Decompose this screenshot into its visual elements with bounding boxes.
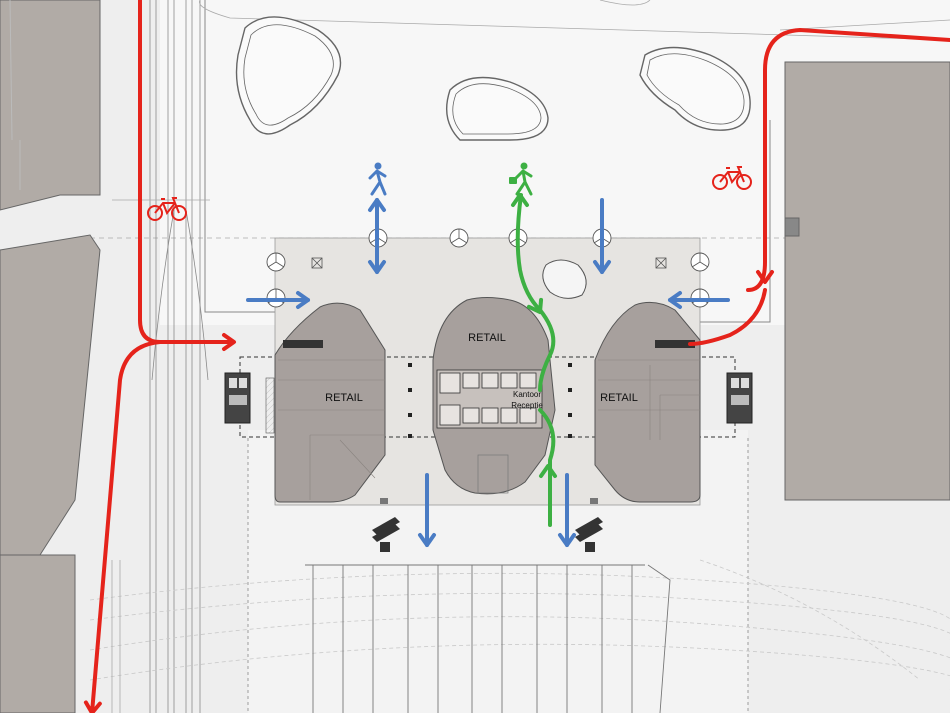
column	[408, 388, 412, 392]
rail-yard-curves	[89, 559, 950, 713]
bike-arrowhead	[222, 333, 236, 351]
platforms	[305, 564, 671, 714]
office-route-arrowhead	[526, 297, 544, 314]
bike-route-line	[688, 288, 767, 346]
bike-arrowhead	[756, 270, 774, 284]
retail-label-right: RETAIL	[600, 392, 638, 404]
pedestrian-icon	[368, 162, 387, 196]
pedestrian-flows	[246, 198, 730, 547]
tree-icon	[266, 252, 286, 272]
pavilion-right	[726, 372, 753, 424]
column	[568, 434, 572, 438]
ramp-right	[655, 340, 695, 348]
landscape-islands	[235, 16, 751, 141]
column	[568, 363, 572, 367]
pedestrian-flow-arrowhead	[418, 533, 436, 547]
tower-right	[594, 301, 701, 503]
pedestrian-flow-arrowhead	[593, 260, 611, 274]
retail-label-center: RETAIL	[468, 332, 506, 344]
planters	[311, 257, 667, 299]
ramp-left	[283, 340, 323, 348]
office-route-arrowhead	[511, 193, 529, 207]
office-route-arrowheads	[511, 193, 557, 478]
pedestrian-flow-arrowhead	[296, 291, 310, 309]
bike-route	[90, 0, 950, 715]
office-worker-icon	[509, 162, 533, 196]
bike-route-line	[746, 28, 950, 292]
office-label-line2: Receptie	[511, 401, 543, 410]
retail-label-left: RETAIL	[325, 392, 363, 404]
tree-icon	[449, 228, 469, 248]
tower-left	[274, 302, 386, 503]
pedestrian-flow-arrowhead	[368, 260, 386, 274]
pavilion-left	[224, 372, 275, 434]
bicycle-icon	[147, 197, 187, 221]
stairs-icon	[372, 498, 603, 552]
column	[408, 413, 412, 417]
plaza-outline	[204, 0, 771, 323]
office-route-line	[538, 408, 556, 527]
pedestrian-flow-arrowhead	[368, 198, 386, 212]
column	[408, 434, 412, 438]
column	[408, 363, 412, 367]
column	[568, 388, 572, 392]
column	[568, 413, 572, 417]
pedestrian-flow-arrowhead	[668, 291, 682, 309]
site-boundary-lines	[247, 438, 749, 713]
office-route-arrowhead	[539, 464, 557, 478]
office-label-line1: Kantoor	[513, 390, 541, 399]
tree-icon	[690, 252, 710, 272]
bicycle-icon	[712, 166, 752, 190]
bike-route-line	[90, 340, 162, 715]
railway-tracks	[149, 0, 209, 713]
tower-center	[432, 297, 556, 495]
pedestrian-flow-arrowhead	[558, 533, 576, 547]
